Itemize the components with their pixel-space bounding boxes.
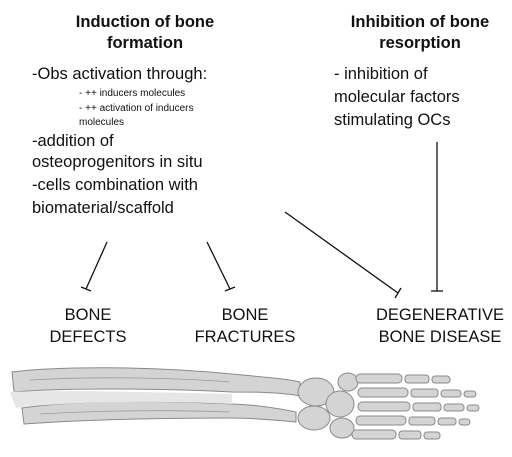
forearm-bone-illustration bbox=[0, 0, 512, 457]
